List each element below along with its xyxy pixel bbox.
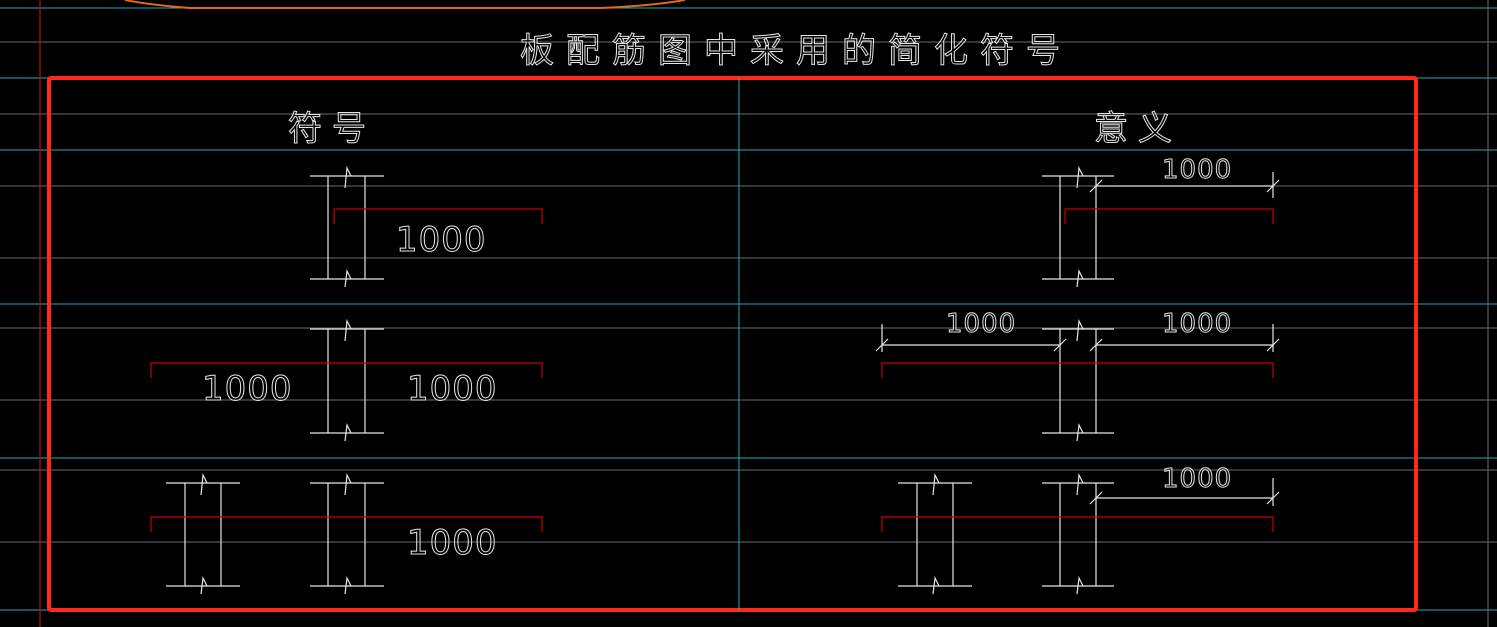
rebar-length-label: 1000 <box>407 523 498 563</box>
row-2-meaning: 1000 1000 <box>875 309 1280 442</box>
wall-section-left <box>898 472 972 595</box>
wall-section-1 <box>310 165 384 288</box>
wall-section-right <box>1042 472 1114 595</box>
dimension-label-right: 1000 <box>1162 309 1232 339</box>
row-3-meaning: 1000 <box>881 464 1280 595</box>
rebar-line <box>150 516 543 532</box>
rebar-line <box>881 362 1274 378</box>
dimension-label: 1000 <box>1162 155 1232 185</box>
wall-section-1 <box>310 318 384 442</box>
wall-section-left <box>166 472 240 595</box>
dimension-label: 1000 <box>1162 464 1232 494</box>
rebar-length-label: 1000 <box>396 220 487 260</box>
rebar-line <box>881 516 1274 532</box>
rebar-length-label-right: 1000 <box>407 369 498 409</box>
row-1-meaning: 1000 <box>1042 155 1280 288</box>
dimension-line-right <box>1089 324 1280 352</box>
dimension-line <box>1089 478 1280 506</box>
rebar-length-label-left: 1000 <box>202 369 293 409</box>
column-header-symbol: 符号 <box>288 109 376 149</box>
wall-section-right <box>310 472 384 595</box>
dimension-line <box>1089 172 1280 198</box>
dimension-line-left <box>875 324 1067 352</box>
wall-section-1 <box>1042 165 1114 288</box>
row-1-symbol: 1000 <box>310 165 543 288</box>
rebar-line <box>333 208 543 224</box>
rebar-line <box>150 362 543 378</box>
wall-section-1 <box>1042 318 1114 442</box>
row-3-symbol: 1000 <box>150 472 543 595</box>
selection-highlight-frame[interactable] <box>47 76 1418 612</box>
dimension-label-left: 1000 <box>946 309 1016 339</box>
partial-arc-shape <box>124 0 686 9</box>
rebar-line <box>1064 208 1274 224</box>
row-2-symbol: 1000 1000 <box>150 318 543 442</box>
drawing-title: 板配筋图中采用的简化符号 <box>520 31 1072 71</box>
column-header-meaning: 意义 <box>1094 109 1182 149</box>
